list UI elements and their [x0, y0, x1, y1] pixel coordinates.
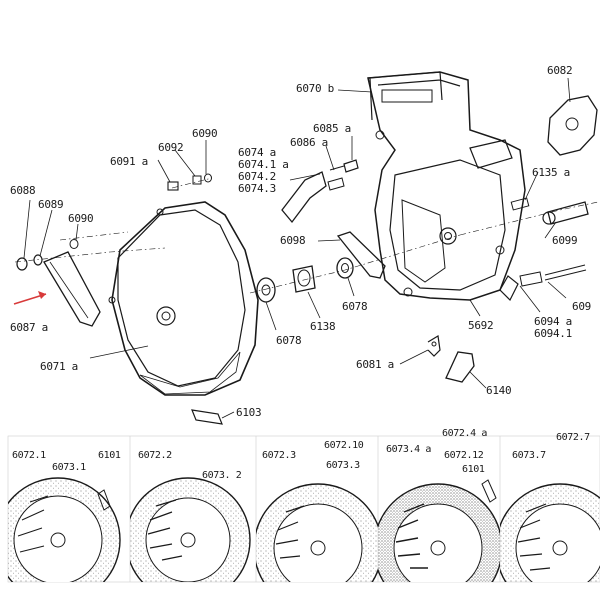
inset-5-label-1: 6073.7: [512, 450, 546, 461]
washer-6089: [33, 254, 43, 266]
clip-6094a: [499, 264, 587, 302]
label-6071a: 6071 a: [40, 360, 78, 373]
fan-housing-6070b: [367, 71, 526, 301]
label-6087a: 6087 a: [10, 321, 48, 334]
bracket-6074: [281, 171, 327, 224]
label-6088: 6088: [10, 184, 35, 197]
label-6140: 6140: [486, 384, 511, 397]
inset-1-label-2: 6073.1: [52, 462, 86, 473]
plate-6140: [445, 351, 475, 383]
rotor-variant-3: 6072.3 6072.10 6073.3: [256, 440, 378, 582]
inset-1-label-1: 6072.1: [12, 450, 46, 461]
screw-6091a: [167, 181, 179, 191]
bushing-6138: [292, 265, 316, 293]
screw-6086a: [327, 177, 345, 191]
main-exploded-view: 6070 b 6082 6085 a 6086 a 6090 6092 6091…: [10, 64, 599, 425]
rotor-variant-1: 6072.1 6073.1 6101: [8, 450, 121, 582]
label-6078-right: 6078: [342, 300, 367, 313]
label-6078-left: 6078: [276, 334, 301, 347]
label-6090-top: 6090: [192, 127, 217, 140]
label-5692: 5692: [468, 319, 493, 332]
bushing-6078-right: [336, 257, 354, 279]
inset-4-label-4: 6101: [462, 464, 485, 475]
label-6098: 6098: [280, 234, 305, 247]
label-6074-3: 6074.3: [238, 182, 276, 195]
label-6081a: 6081 a: [356, 358, 394, 371]
rotor-variant-2: 6072.2 6073. 2: [130, 450, 251, 582]
label-6074-1a: 6074.1 a: [238, 158, 289, 171]
label-6094a: 6094 a: [534, 315, 572, 328]
inset-2-label-1: 6072.2: [138, 450, 172, 461]
contact-6081a: [427, 335, 441, 357]
lever-6098: [336, 231, 386, 279]
inset-3-label-2: 6072.10: [324, 440, 364, 451]
label-6074a: 6074 a: [238, 146, 276, 159]
inset-3-label-1: 6072.3: [262, 450, 296, 461]
rotor-variants-strip: 6072.1 6073.1 6101 6072.2 6073. 2: [7, 428, 600, 583]
label-6089: 6089: [38, 198, 63, 211]
inset-2-label-2: 6073. 2: [202, 470, 242, 481]
inset-4-label-2: 6072.4 a: [442, 428, 487, 439]
fan-cover-6071a: [108, 201, 259, 396]
flywheel-6082: [547, 95, 598, 156]
part-labels: 6070 b 6082 6085 a 6086 a 6090 6092 6091…: [10, 64, 591, 419]
indicator-arrow: [13, 291, 47, 305]
inset-5-label-2: 6072.7: [556, 432, 590, 443]
shaft-6099: [542, 201, 589, 225]
pin-6103: [191, 409, 223, 425]
label-6074-2: 6074.2: [238, 170, 276, 183]
label-6070b: 6070 b: [296, 82, 334, 95]
inset-4-label-3: 6072.12: [444, 450, 484, 461]
washer-6090-left: [69, 239, 79, 249]
label-6092: 6092: [158, 141, 183, 154]
inset-3-label-3: 6073.3: [326, 460, 360, 471]
label-6103: 6103: [236, 406, 261, 419]
pin-6135a: [510, 197, 530, 211]
label-6091a: 6091 a: [110, 155, 148, 168]
label-6086a: 6086 a: [290, 136, 328, 149]
screw-6085a: [329, 159, 359, 173]
bushing-6078-left: [256, 277, 276, 303]
screw-6088: [16, 257, 28, 271]
label-6090-mid: 6090: [68, 212, 93, 225]
inset-4-label-1: 6073.4 a: [386, 444, 431, 455]
label-6138: 6138: [310, 320, 335, 333]
gasket-6087a: [43, 251, 101, 327]
rotor-variant-4: 6073.4 a 6072.4 a 6072.12 6101: [378, 428, 500, 582]
leader-lines: [23, 77, 571, 419]
inset-1-label-3: 6101: [98, 450, 121, 461]
washer-6092: [192, 175, 202, 185]
label-6135a: 6135 a: [532, 166, 570, 179]
label-6099: 6099: [552, 234, 577, 247]
label-6082: 6082: [547, 64, 572, 77]
washer-6090-top: [204, 173, 212, 183]
label-6085a: 6085 a: [313, 122, 351, 135]
label-609x: 609: [572, 300, 591, 313]
rotor-variant-5: 6073.7 6072.7: [500, 432, 600, 582]
label-6094-1: 6094.1: [534, 327, 572, 340]
